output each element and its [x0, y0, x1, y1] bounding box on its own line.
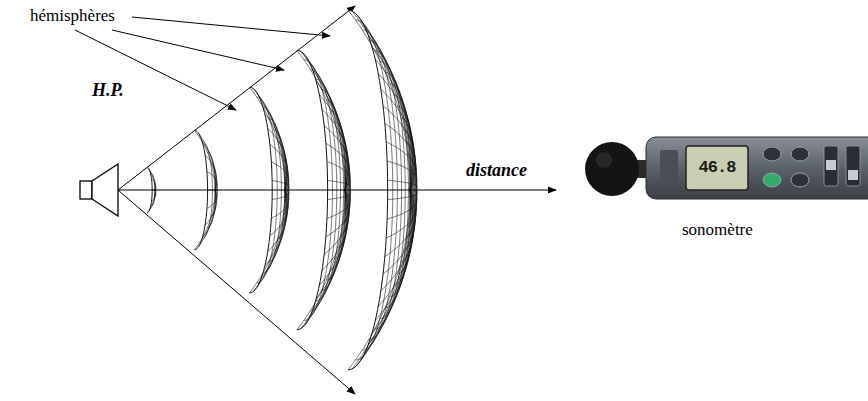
cone-line [118, 6, 355, 190]
sound-level-meter [585, 137, 868, 199]
device-label: sonomètre [682, 220, 753, 240]
leader-arrow [132, 17, 330, 36]
leader-arrow [75, 30, 236, 110]
speaker-box [80, 181, 92, 199]
leader-arrow [112, 30, 284, 70]
speaker-label: H.P. [92, 80, 124, 101]
distance-axis [118, 189, 556, 190]
figure-label: hémisphères [30, 6, 115, 26]
axis-label: distance [466, 160, 527, 181]
display-reading: 46.8 [699, 158, 736, 178]
speaker-cone [92, 164, 118, 216]
